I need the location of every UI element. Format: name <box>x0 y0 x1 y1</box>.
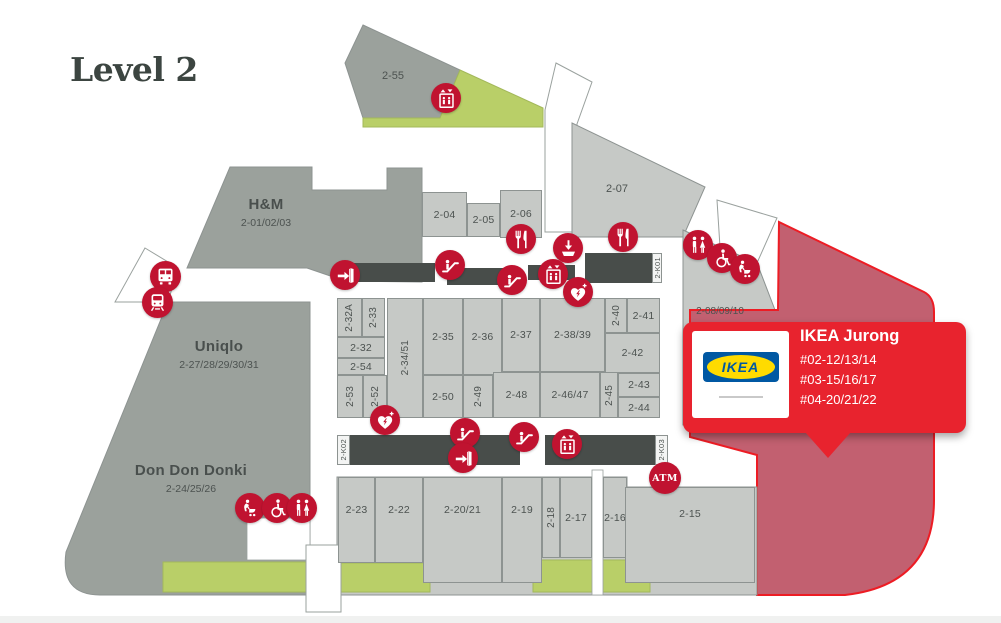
unit-2-19[interactable]: 2-19 <box>502 477 542 583</box>
unit-2-32[interactable]: 2-32 <box>337 337 385 358</box>
unit-2-22[interactable]: 2-22 <box>375 477 423 563</box>
aed-icon[interactable] <box>563 277 593 307</box>
unit-2-04[interactable]: 2-04 <box>422 192 467 237</box>
unit-2-36[interactable]: 2-36 <box>463 298 502 375</box>
unit-2-32A[interactable]: 2-32A <box>337 298 362 337</box>
ikea-logo-text: IKEA <box>721 358 760 375</box>
nursing-icon[interactable] <box>235 493 265 523</box>
aed-icon[interactable] <box>370 405 400 435</box>
unit-2-45[interactable]: 2-45 <box>600 372 618 418</box>
kiosk-bar-2-K02[interactable] <box>350 435 520 465</box>
kiosk-bar-top-1[interactable] <box>353 263 435 282</box>
unit-2-38-39[interactable]: 2-38/39 <box>540 298 605 372</box>
ikea-logo-fineprint <box>718 395 763 398</box>
unit-2-50[interactable]: 2-50 <box>423 375 463 418</box>
unit-2-54[interactable]: 2-54 <box>337 358 385 375</box>
corridor-gap-bottomrow <box>591 469 604 596</box>
unit-2-46-47[interactable]: 2-46/47 <box>540 372 600 418</box>
kiosk-bar-top-2[interactable] <box>447 268 513 285</box>
page-title: Level 2 <box>70 50 198 89</box>
nursing-icon[interactable] <box>730 254 760 284</box>
unit-2-41[interactable]: 2-41 <box>627 298 660 333</box>
callout-title: IKEA Jurong <box>800 327 900 345</box>
unit-2-23[interactable]: 2-23 <box>338 477 375 563</box>
entrance-icon[interactable] <box>330 260 360 290</box>
unit-2-17[interactable]: 2-17 <box>560 477 592 558</box>
escalator-icon[interactable] <box>497 265 527 295</box>
atm-icon[interactable]: ATM <box>649 462 681 494</box>
escalator-icon[interactable] <box>435 250 465 280</box>
unit-2-34-51[interactable]: 2-34/51 <box>387 298 423 418</box>
ikea-logo: IKEA <box>702 351 779 382</box>
callout-line-1: #02-12/13/14 <box>800 352 877 367</box>
restaurant-icon[interactable] <box>506 224 536 254</box>
hm-unit: 2-01/02/03 <box>240 217 292 229</box>
unit-2-15[interactable]: 2-15 <box>625 487 755 583</box>
label-unit-2-07: 2-07 <box>605 183 629 195</box>
kiosk-label-2-K01: 2-K01 <box>652 253 662 283</box>
unit-2-53[interactable]: 2-53 <box>337 375 363 418</box>
label-unit-2-08-09-10: 2-08/09/10 <box>696 306 744 317</box>
kiosk-label-2-K02: 2-K02 <box>337 435 350 465</box>
lift-icon[interactable] <box>431 83 461 113</box>
uniqlo-unit: 2-27/28/29/30/31 <box>179 359 259 371</box>
escalator-icon[interactable] <box>509 422 539 452</box>
label-donki: Don Don Donki 2-24/25/26 <box>121 462 261 495</box>
corridor-stub-bottom <box>305 544 342 613</box>
label-hm: H&M 2-01/02/03 <box>216 196 316 229</box>
callout-tail <box>805 432 851 458</box>
callout-line-2: #03-15/16/17 <box>800 372 877 387</box>
ikea-logo-ellipse <box>706 354 775 379</box>
lift-icon[interactable] <box>552 429 582 459</box>
label-uniqlo: Uniqlo 2-27/28/29/30/31 <box>159 338 279 371</box>
unit-2-48[interactable]: 2-48 <box>493 372 540 418</box>
donki-unit: 2-24/25/26 <box>165 483 217 495</box>
region-hm[interactable] <box>186 166 423 283</box>
greenery-bottom-left <box>162 561 307 593</box>
restroom-icon[interactable] <box>287 493 317 523</box>
train-icon[interactable] <box>142 287 173 318</box>
unit-2-49[interactable]: 2-49 <box>463 375 493 418</box>
greenery-bottom-mid <box>340 562 431 593</box>
bus-icon[interactable] <box>150 261 181 292</box>
donki-name: Don Don Donki <box>134 462 248 479</box>
unit-2-16[interactable]: 2-16 <box>603 477 627 558</box>
unit-2-40[interactable]: 2-40 <box>605 298 627 333</box>
unit-2-20-21[interactable]: 2-20/21 <box>423 477 502 583</box>
callout-text: IKEA Jurong #02-12/13/14 #03-15/16/17 #0… <box>800 327 899 410</box>
dropoff-icon[interactable] <box>553 233 583 263</box>
lift-icon[interactable] <box>538 259 568 289</box>
label-unit-2-55: 2-55 <box>381 70 405 82</box>
unit-2-05[interactable]: 2-05 <box>467 203 500 237</box>
kiosk-bar-2-K01[interactable] <box>585 253 652 283</box>
callout-line-3: #04-20/21/22 <box>800 392 877 407</box>
region-unit-2-07[interactable] <box>571 122 706 238</box>
hm-name: H&M <box>248 196 284 213</box>
unit-2-18[interactable]: 2-18 <box>542 477 560 558</box>
uniqlo-name: Uniqlo <box>194 338 244 355</box>
unit-2-44[interactable]: 2-44 <box>618 397 660 418</box>
restaurant-icon[interactable] <box>608 222 638 252</box>
unit-2-43[interactable]: 2-43 <box>618 373 660 397</box>
unit-2-33[interactable]: 2-33 <box>362 298 385 337</box>
unit-2-35[interactable]: 2-35 <box>423 298 463 375</box>
unit-2-42[interactable]: 2-42 <box>605 333 660 373</box>
unit-2-37[interactable]: 2-37 <box>502 298 540 372</box>
entrance-icon[interactable] <box>448 443 478 473</box>
corridor-notch <box>246 517 311 561</box>
footer-strip <box>0 616 1001 623</box>
kiosk-label-2-K03: 2-K03 <box>655 435 668 465</box>
ikea-callout[interactable]: IKEA IKEA Jurong #02-12/13/14 #03-15/16/… <box>683 322 966 458</box>
ikea-logo-card: IKEA <box>692 331 789 418</box>
